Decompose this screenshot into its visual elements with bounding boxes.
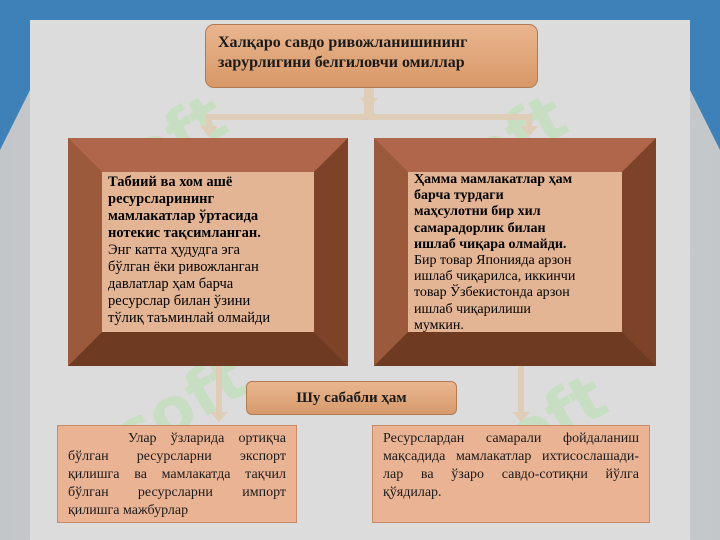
right-factor-card: Ҳамма мамлакатлар ҳам барча турдаги маҳс… (374, 138, 656, 366)
left-card-line: ресурслар билан ўзини (108, 293, 251, 309)
right-card-line: мумкин. (414, 317, 464, 333)
connector-right-down (518, 366, 524, 416)
right-card-bold-line: барча турдаги (414, 188, 504, 204)
right-card-bold-line: маҳсулотни бир хил (414, 204, 541, 220)
left-card-line: бўлган ёки ривожланган (108, 259, 259, 275)
right-card-bold-line: самарадорлик билан (414, 220, 546, 236)
right-card-line: ишлаб чиқарилиши (414, 301, 531, 317)
left-card-bold-line: мамлакатлар ўртасида (108, 208, 259, 224)
left-card-line: тўлиқ таъминлай олмайди (108, 310, 271, 326)
connector-horizontal-top (206, 114, 532, 120)
title-line-2: зарурлигини белгиловчи омиллар (218, 54, 465, 71)
title-line-1: Халқаро савдо ривожланишининг (218, 34, 468, 51)
left-card-line: Энг катта ҳудудга эга (108, 242, 240, 258)
right-card-bold-line: Ҳамма мамлакатлар ҳам (414, 172, 573, 187)
right-card-line: ишлаб чиқарилса, иккинчи (414, 269, 576, 285)
left-card-line: давлатлар ҳам барча (108, 276, 234, 292)
diagram-title: Халқаро савдо ривожланишининг зарурлигин… (205, 24, 538, 88)
connector-left-drop (206, 114, 212, 134)
arrowhead-left (200, 126, 218, 136)
arrowhead-top (360, 98, 378, 108)
bottom-right-conclusion: Ресурслардан самарали фойдаланиш мақсади… (372, 425, 650, 523)
bottom-left-conclusion: Улар ўзларида ортиқча бўлган ресурсларни… (57, 425, 297, 523)
right-card-line: Бир товар Японияда арзон (414, 253, 572, 269)
right-card-bold-line: ишлаб чиқара олмайди. (414, 236, 567, 252)
left-card-bold-line: Табиий ва хом ашё (108, 174, 233, 190)
left-card-bold-line: нотекис тақсимланган. (108, 225, 261, 241)
arrowhead-bottom-left (210, 412, 228, 422)
arrowhead-right (520, 126, 538, 136)
left-factor-card: Табиий ва хом ашё ресурсларининг мамлака… (68, 138, 348, 366)
arrowhead-bottom-right (512, 412, 530, 422)
left-card-bold-line: ресурсларининг (108, 191, 215, 207)
connector-right-drop (526, 114, 532, 134)
right-card-line: товар Ўзбекистонда арзон (414, 285, 570, 301)
connector-left-down (216, 366, 222, 416)
consequence-label: Шу сабабли ҳам (246, 381, 457, 415)
